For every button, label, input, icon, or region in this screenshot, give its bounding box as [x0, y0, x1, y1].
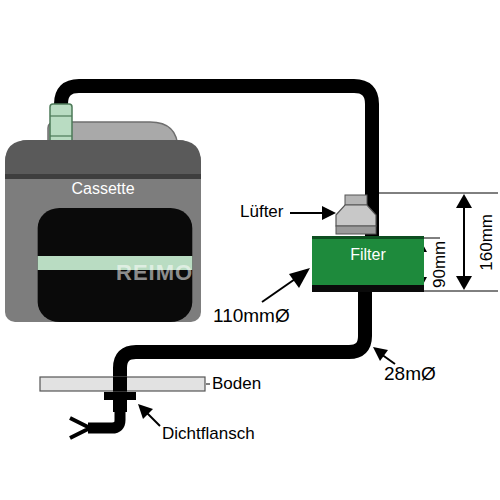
node-label: Cassette [5, 180, 201, 198]
arrow-head [138, 404, 153, 419]
fan-symbol [336, 205, 376, 226]
cassette-detail [5, 140, 201, 322]
floor-plate [40, 377, 205, 391]
part-label: Lüfter [240, 203, 283, 222]
part-label: Boden [212, 375, 261, 394]
node-label: Filter [312, 246, 424, 264]
filter-top [312, 236, 424, 239]
fan-neck [345, 195, 367, 205]
arrow-head [322, 206, 336, 220]
cassette-tank: Cassette [5, 140, 201, 322]
arrow-head [373, 347, 388, 361]
arrow-head [289, 268, 310, 288]
filter-box: Filter [312, 236, 424, 292]
sealing-flange [104, 392, 136, 400]
watermark: REIMO [116, 261, 193, 285]
dimension-label: 90mm [432, 240, 451, 287]
dimension-label: 110mmØ [213, 306, 290, 327]
dimension-label: 28mØ [384, 364, 436, 385]
filter-band [312, 285, 424, 292]
part-label: Dichtflansch [162, 425, 255, 444]
dimension-label: 160mm [478, 214, 497, 271]
